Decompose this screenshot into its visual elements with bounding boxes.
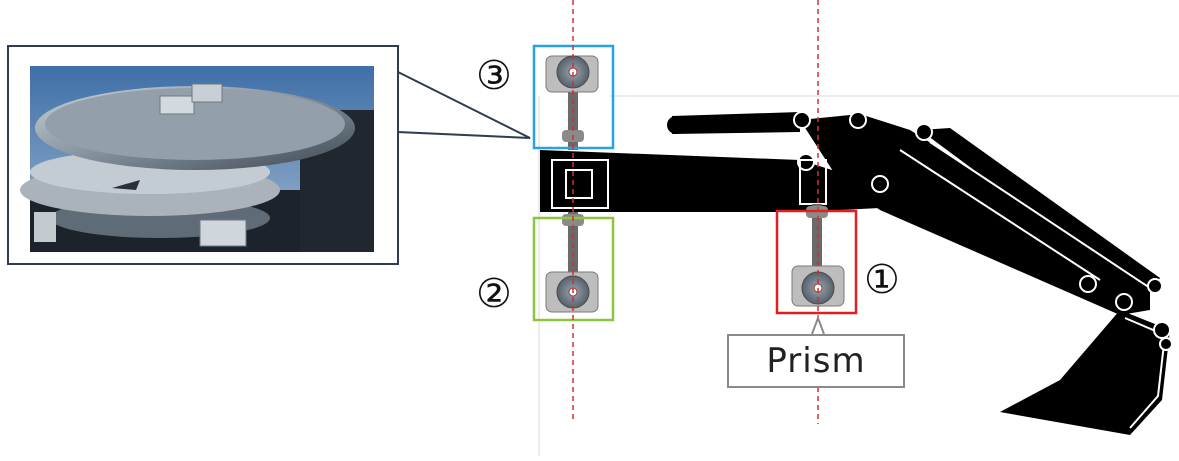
arm-cylinder <box>920 128 1160 292</box>
prism-assembly-1 <box>791 204 845 307</box>
arm <box>800 114 1150 315</box>
prism-label-pointer <box>811 315 825 335</box>
marker-2: ② <box>476 271 512 317</box>
prism-assembly-2 <box>545 212 599 313</box>
prism-assembly-3 <box>545 55 599 150</box>
prism-mount-photo <box>20 66 374 252</box>
excavator-silhouette <box>540 111 1173 435</box>
marker-1: ① <box>864 257 900 303</box>
bucket <box>1000 310 1170 435</box>
prism-mount-photo-callout <box>7 45 531 265</box>
hydraulic-cylinder-top <box>672 112 800 134</box>
prism-1-highlight-box <box>775 209 858 315</box>
prism-label: Prism <box>727 334 905 388</box>
joint-pins <box>793 111 1173 351</box>
marker-3: ③ <box>476 53 512 99</box>
boom <box>540 150 880 212</box>
